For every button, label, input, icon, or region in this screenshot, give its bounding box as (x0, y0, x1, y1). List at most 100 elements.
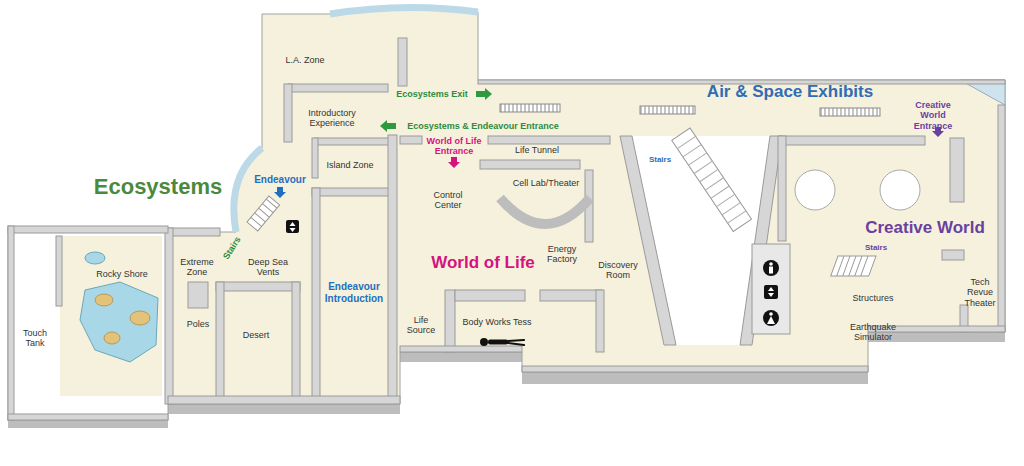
interior-wall (8, 226, 14, 420)
zone-label: Tech Revue Theater (958, 277, 1002, 308)
interior-wall (8, 38, 1005, 420)
creative-world-exhibit (795, 170, 835, 210)
interior-wall (56, 236, 62, 306)
interior-wall (950, 138, 964, 202)
interior-wall (312, 138, 318, 178)
interior-wall (312, 188, 320, 402)
floor (60, 236, 162, 396)
zone-label: Earthquake Simulator (843, 322, 903, 343)
zone-label: Ecosystems & Endeavour Entrance (407, 121, 559, 131)
zone-label: Creative World (865, 218, 985, 238)
touch-tank-pool (104, 332, 120, 344)
touch-tank-pool (80, 252, 158, 362)
interior-wall (168, 228, 220, 236)
atrium (620, 136, 676, 345)
floor (8, 7, 1005, 420)
interior-wall (540, 290, 602, 301)
zone-label: Body Works Tess (462, 317, 531, 327)
interior-wall (445, 290, 455, 352)
atrium (672, 128, 752, 231)
interior-wall (284, 84, 292, 142)
zone-label: Creative World Entrance (902, 100, 964, 131)
atrium (677, 136, 746, 223)
elevator-icon (286, 220, 299, 233)
zone-label: Life Source (406, 315, 436, 336)
zone-label: Structures (852, 293, 893, 303)
direction-arrow (274, 187, 286, 198)
interior-wall (8, 226, 168, 233)
interior-wall (780, 136, 925, 145)
body-figure (480, 338, 488, 346)
interior-wall (216, 282, 224, 400)
body-figure (508, 340, 524, 345)
zone-label: Introductory Experience (302, 108, 362, 129)
elevator-icon (290, 222, 296, 226)
floor (168, 7, 1005, 404)
interior-wall (500, 198, 590, 224)
zone-label: Desert (243, 330, 270, 340)
interior-wall (400, 346, 522, 352)
interior-wall (165, 228, 173, 404)
zone-label: Endeavour Introduction (319, 281, 389, 304)
zone-label: L.A. Zone (285, 55, 324, 65)
direction-arrow (476, 88, 492, 100)
interior-wall (315, 138, 390, 145)
glass-partition (500, 104, 880, 116)
zone-label: Deep Sea Vents (246, 257, 290, 278)
zone-label: Control Center (426, 190, 470, 211)
glass-partition (820, 108, 880, 116)
creative-world-exhibit (831, 256, 876, 276)
zone-label: Discovery Room (595, 260, 641, 281)
restroom-block (763, 310, 779, 326)
interior-wall (480, 160, 580, 169)
ecosystems-stairs (247, 196, 280, 231)
interior-wall (312, 188, 390, 196)
restroom-block (752, 244, 790, 334)
body-figure (480, 338, 524, 346)
interior-wall (168, 396, 400, 404)
direction-arrow (274, 88, 944, 198)
zone-label: World of Life Entrance (424, 136, 484, 157)
touch-tank-pool (80, 282, 158, 362)
direction-arrow (448, 157, 460, 168)
restroom-block (769, 312, 773, 316)
interior-wall (942, 250, 964, 260)
zone-label: Energy Factory (542, 244, 582, 265)
creative-world-exhibit (837, 256, 868, 276)
elevator-icon (290, 228, 296, 232)
interior-wall (488, 136, 610, 144)
touch-tank-pool (95, 294, 113, 306)
zone-label: Rocky Shore (96, 269, 148, 279)
restroom-block (769, 262, 773, 266)
interior-wall (998, 105, 1005, 332)
zone-label: Air & Space Exhibits (707, 82, 873, 102)
touch-tank-pool (130, 311, 150, 325)
zone-label: Life Tunnel (515, 145, 559, 155)
interior-wall (292, 282, 300, 400)
elevator-icon (768, 293, 774, 297)
creative-world-exhibit (880, 170, 920, 210)
restroom-block (767, 316, 775, 324)
ecosystems-stairs (247, 196, 280, 231)
zone-label: Ecosystems (94, 174, 222, 199)
ecosystems-stairs (251, 199, 277, 226)
restroom-block (763, 260, 779, 276)
elevator-icon (768, 287, 774, 291)
touch-tank-pool (85, 252, 105, 264)
zone-label: Stairs (649, 155, 671, 164)
creative-world-exhibit (831, 256, 876, 276)
zone-label: Touch Tank (15, 328, 55, 349)
zone-label: Stairs (865, 243, 887, 252)
interior-wall (188, 282, 208, 308)
restroom-block (769, 267, 773, 274)
glass-partition (640, 106, 695, 114)
interior-wall (388, 135, 397, 402)
ecosystems-stairs (247, 196, 280, 231)
direction-arrow (380, 120, 396, 132)
zone-label: Island Zone (326, 160, 373, 170)
interior-wall (455, 290, 525, 301)
body-figure (488, 340, 508, 345)
zone-label: Poles (187, 319, 210, 329)
elevator-icon (764, 285, 778, 299)
